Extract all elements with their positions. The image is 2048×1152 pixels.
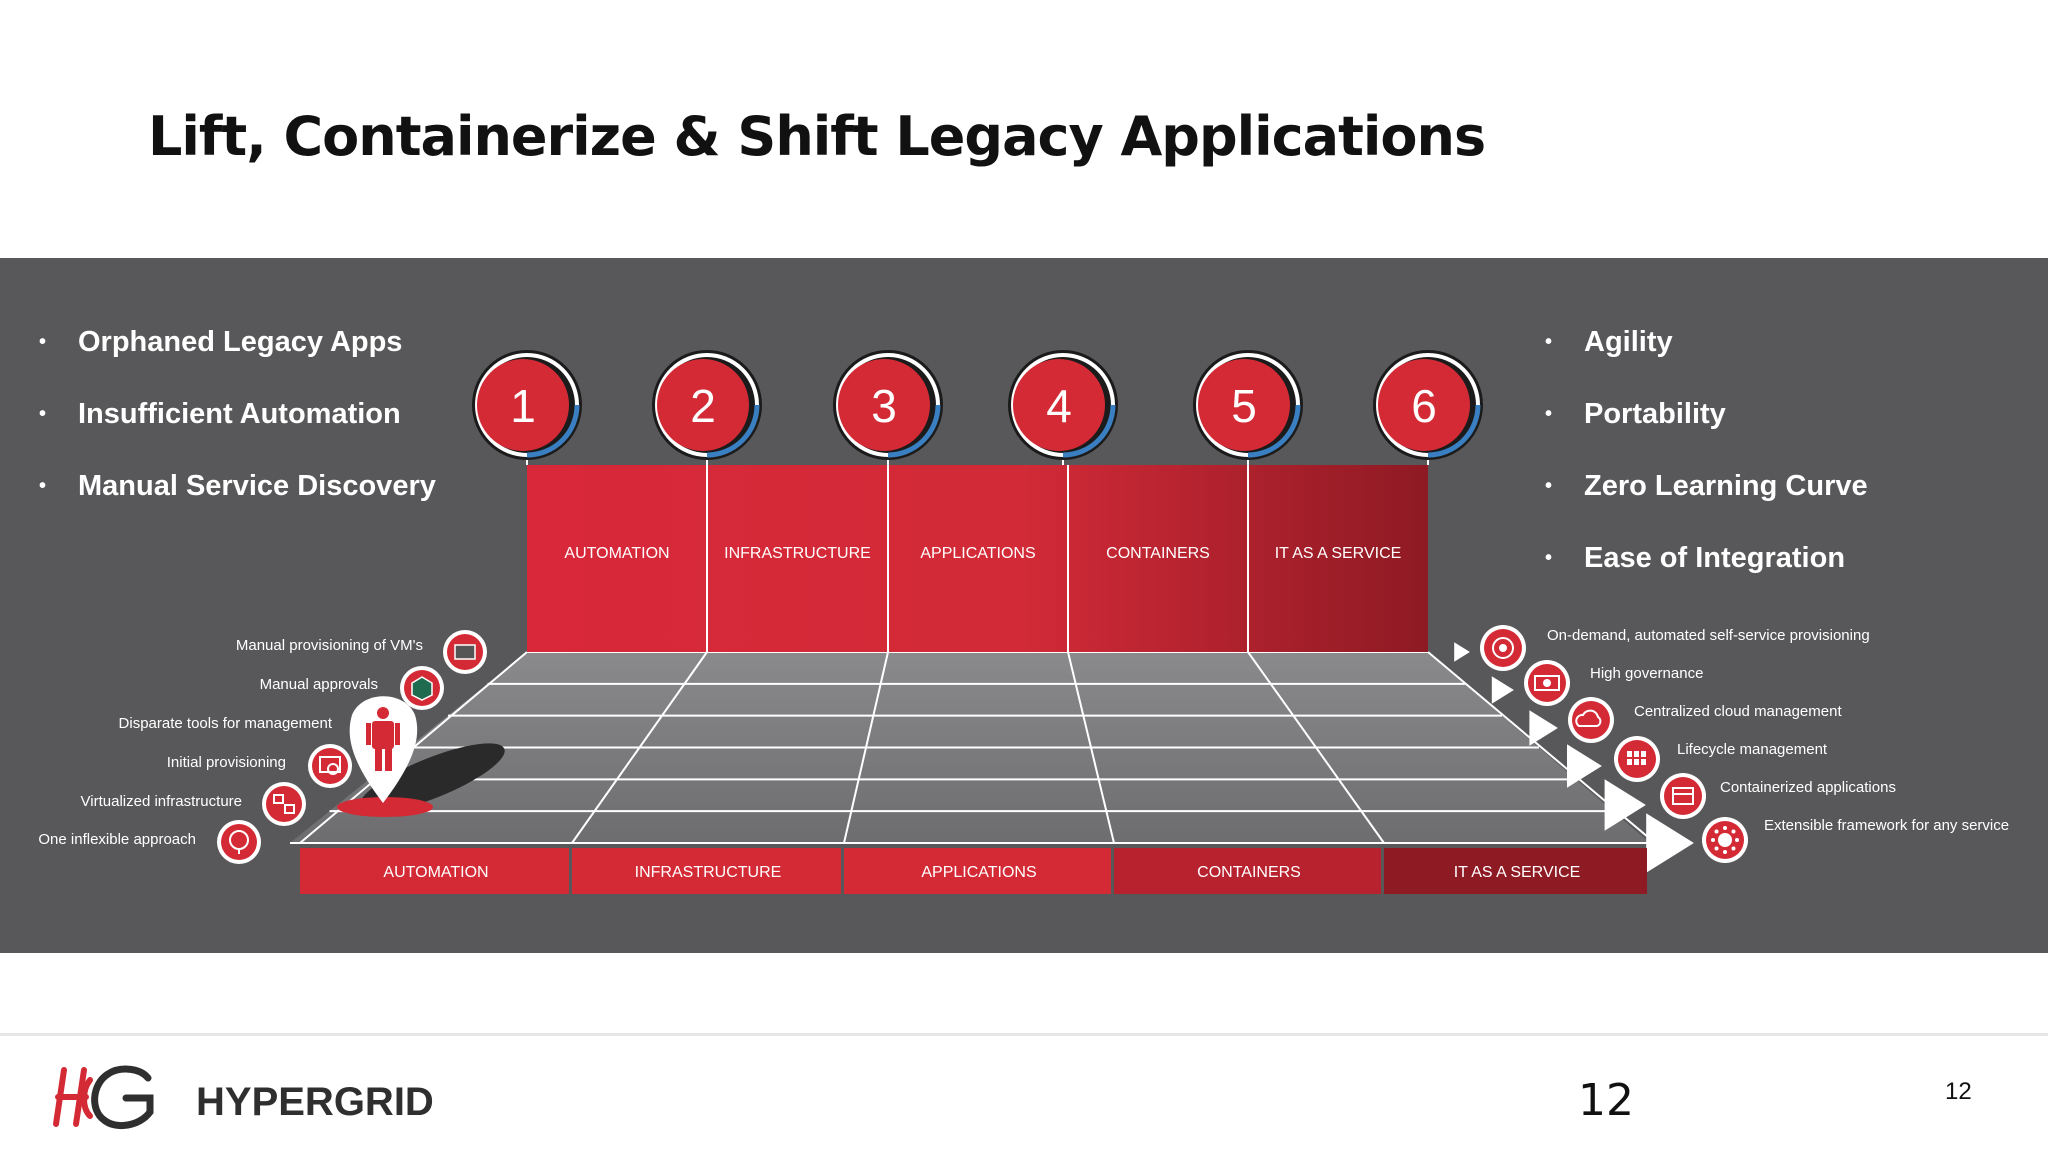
wall-label: IT AS A SERVICE: [1275, 545, 1402, 562]
legacy-item-label: Manual provisioning of VM's: [236, 637, 423, 654]
bottom-label: APPLICATIONS: [921, 864, 1036, 881]
step-circle-1: 1: [472, 350, 582, 465]
step-number: 2: [690, 380, 716, 432]
container-icon: [1672, 787, 1694, 805]
right-bullet: •Agility: [1545, 326, 1673, 358]
grid-icon: [1627, 751, 1646, 765]
outcome-item-label: Centralized cloud management: [1634, 703, 1842, 720]
brain-icon: [229, 830, 249, 854]
server-box-icon: [454, 644, 476, 660]
outcome-item-label: On-demand, automated self-service provis…: [1547, 627, 1870, 644]
svg-text:HYPERGRID: HYPERGRID: [196, 1080, 434, 1124]
arrow-head-icon: [1646, 813, 1694, 873]
cube-icon: [411, 676, 433, 701]
legacy-item-label: Initial provisioning: [167, 754, 286, 771]
step-circle-5: 5: [1193, 350, 1303, 465]
step-number: 3: [871, 380, 897, 432]
left-bullet: •Insufficient Automation: [39, 398, 401, 430]
wall-labels: AUTOMATION INFRASTRUCTURE APPLICATIONS CONT…: [564, 545, 1401, 562]
right-outcome-items: On-demand, automated self-service provis…: [1480, 625, 2009, 863]
step-circle-2: 2: [652, 350, 762, 465]
step-circle-4: 4: [1008, 350, 1118, 465]
bottom-segment: [572, 848, 841, 894]
step-circle-3: 3: [833, 350, 943, 465]
legacy-item-label: Manual approvals: [260, 676, 378, 693]
legacy-item: Manual provisioning of VM's: [236, 630, 487, 674]
camera-icon: [1534, 675, 1560, 691]
right-bullet: •Ease of Integration: [1545, 542, 1846, 574]
legacy-item: Manual approvals: [260, 666, 444, 710]
step-number: 4: [1046, 380, 1072, 432]
outcome-item: Containerized applications: [1660, 773, 1896, 819]
bottom-label: IT AS A SERVICE: [1454, 864, 1581, 881]
right-bullet: •Zero Learning Curve: [1545, 470, 1868, 502]
outcome-item-label: Lifecycle management: [1677, 741, 1828, 758]
step-number: 5: [1231, 380, 1257, 432]
bottom-segment: [844, 848, 1111, 894]
person-pin-icon: [337, 696, 505, 817]
left-bullet: •Orphaned Legacy Apps: [39, 326, 403, 358]
outcome-item: Extensible framework for any service: [1702, 817, 2009, 863]
wall-label: INFRASTRUCTURE: [724, 545, 871, 562]
expand-icon: [1711, 826, 1739, 854]
step-number: 6: [1411, 380, 1437, 432]
right-bullet-list: •Agility •Portability •Zero Learning Cur…: [1545, 324, 2025, 612]
grid-lines: [290, 642, 1694, 873]
left-bullet: •Manual Service Discovery: [39, 470, 436, 502]
footer-divider: [0, 1033, 2048, 1036]
outcome-item: Centralized cloud management: [1568, 697, 1842, 743]
hypergrid-logo-icon: HYPERGRID: [53, 1065, 434, 1130]
slide-title: Lift, Containerize & Shift Legacy Applic…: [148, 105, 1486, 168]
legacy-item: Disparate tools for management: [119, 715, 333, 732]
outcome-item-label: Containerized applications: [1720, 779, 1896, 796]
transformation-diagram: AUTOMATION INFRASTRUCTURE APPLICATIONS CONT…: [38, 350, 2009, 894]
arrow-head-icon: [1567, 744, 1602, 788]
legacy-item: Virtualized infrastructure: [81, 782, 306, 826]
legacy-item: One inflexible approach: [38, 820, 261, 864]
bottom-label-bar: AUTOMATION INFRASTRUCTURE APPLICATIONS CONT…: [300, 848, 1647, 894]
step-circles: 1 2 3 4 5 6: [472, 350, 1483, 465]
bottom-segment: [1384, 848, 1647, 894]
red-wall: [527, 465, 1428, 652]
diagram-band: •Orphaned Legacy Apps •Insufficient Auto…: [0, 258, 2048, 953]
bottom-label: CONTAINERS: [1197, 864, 1301, 881]
step-circle-6: 6: [1373, 350, 1483, 465]
outcome-item-label: High governance: [1590, 665, 1703, 682]
gear-screen-icon: [319, 756, 341, 775]
network-icon: [273, 794, 295, 814]
right-bullet: •Portability: [1545, 398, 1726, 430]
legacy-item: Initial provisioning: [167, 744, 352, 788]
bottom-label: INFRASTRUCTURE: [635, 864, 782, 881]
arrow-head-icon: [1529, 710, 1558, 746]
outcome-item-label: Extensible framework for any service: [1764, 817, 2009, 834]
bottom-segment: [1114, 848, 1381, 894]
wall-dividers: [706, 465, 1249, 652]
legacy-item-label: Virtualized infrastructure: [81, 793, 242, 810]
page-number-small: 12: [1945, 1078, 1972, 1105]
arrow-head-icon: [1604, 779, 1646, 831]
cloud-gear-icon: [1575, 709, 1602, 727]
outcome-item: Lifecycle management: [1614, 736, 1828, 782]
arrow-head-icon: [1491, 676, 1514, 704]
target-icon: [1492, 637, 1514, 659]
hypergrid-logo: HYPERGRID: [50, 1060, 490, 1145]
wall-label: APPLICATIONS: [920, 545, 1035, 562]
legacy-item-label: Disparate tools for management: [119, 715, 333, 732]
arrow-head-icon: [1454, 642, 1470, 662]
step-number: 1: [510, 380, 536, 432]
outcome-item: On-demand, automated self-service provis…: [1480, 625, 1870, 671]
bottom-segment: [300, 848, 569, 894]
bottom-label: AUTOMATION: [383, 864, 488, 881]
outcome-item: High governance: [1524, 660, 1703, 706]
legacy-item-label: One inflexible approach: [38, 831, 196, 848]
wall-label: AUTOMATION: [564, 545, 669, 562]
page-number-large: 12: [1578, 1075, 1634, 1126]
wall-label: CONTAINERS: [1106, 545, 1210, 562]
left-bullet-list: •Orphaned Legacy Apps •Insufficient Auto…: [39, 324, 459, 540]
